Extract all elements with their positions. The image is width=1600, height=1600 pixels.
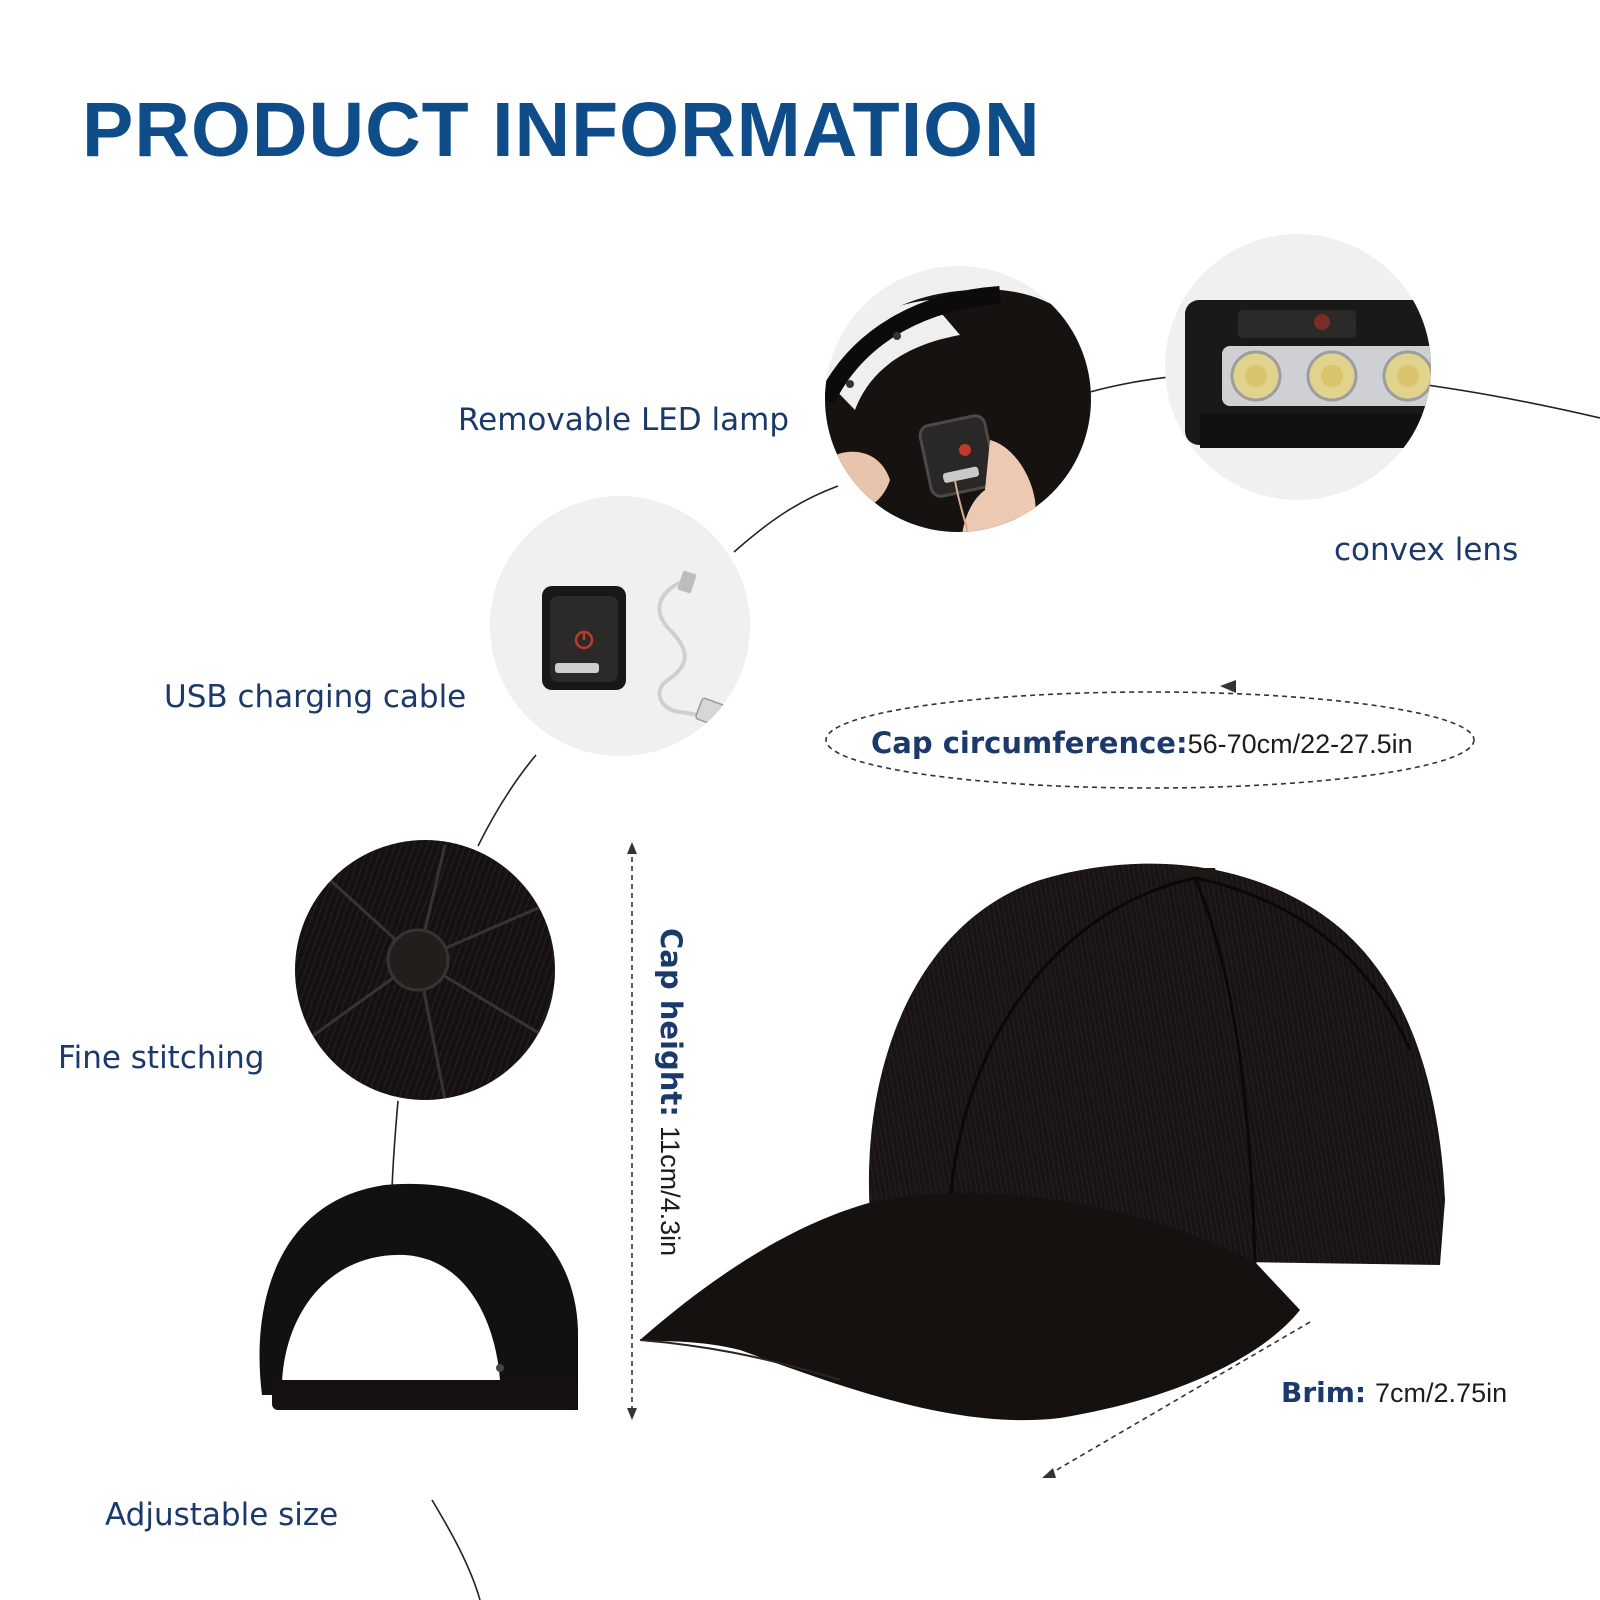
dimension-markers (631, 691, 1475, 1476)
cap-brim (640, 1193, 1300, 1421)
usb-detail-image (490, 496, 750, 756)
height-spec: Cap height: 11cm/4.3in (654, 928, 688, 1256)
cap-back-image (259, 1183, 578, 1410)
label-usb-charging-cable: USB charging cable (164, 679, 467, 715)
circumference-spec: Cap circumference:56-70cm/22-27.5in (871, 726, 1413, 760)
page-title: PRODUCT INFORMATION (82, 87, 1041, 173)
label-convex-lens: convex lens (1334, 532, 1519, 568)
circumference-value: 56-70cm/22-27.5in (1187, 729, 1413, 759)
height-label: Cap height: (654, 928, 688, 1117)
circumference-ellipse (825, 691, 1475, 789)
connector-bottom (431, 1499, 481, 1600)
stitching-detail-image (295, 840, 555, 1100)
height-value: 11cm/4.3in (655, 1126, 685, 1257)
circumference-label: Cap circumference: (871, 726, 1188, 760)
cap-main-image (639, 863, 1445, 1421)
cap-crown (868, 863, 1445, 1265)
label-removable-led-lamp: Removable LED lamp (458, 402, 790, 438)
brim-line (1047, 1321, 1311, 1476)
brim-spec: Brim: 7cm/2.75in (1281, 1376, 1507, 1409)
brim-label: Brim: (1281, 1376, 1367, 1409)
label-adjustable-size: Adjustable size (105, 1497, 339, 1533)
usb-cable (657, 578, 706, 718)
brim-value: 7cm/2.75in (1375, 1378, 1508, 1408)
dimension-arrowheads (627, 680, 1236, 1478)
led-emitters (1230, 350, 1431, 402)
lens-detail-image (1165, 234, 1431, 500)
lamp-detail-image (825, 266, 1091, 532)
power-icon (959, 444, 971, 456)
connector-usb-lamp (733, 485, 839, 553)
connector-stitch-back (391, 1100, 399, 1191)
label-fine-stitching: Fine stitching (58, 1040, 265, 1076)
connector-usb-stitch (477, 754, 537, 847)
